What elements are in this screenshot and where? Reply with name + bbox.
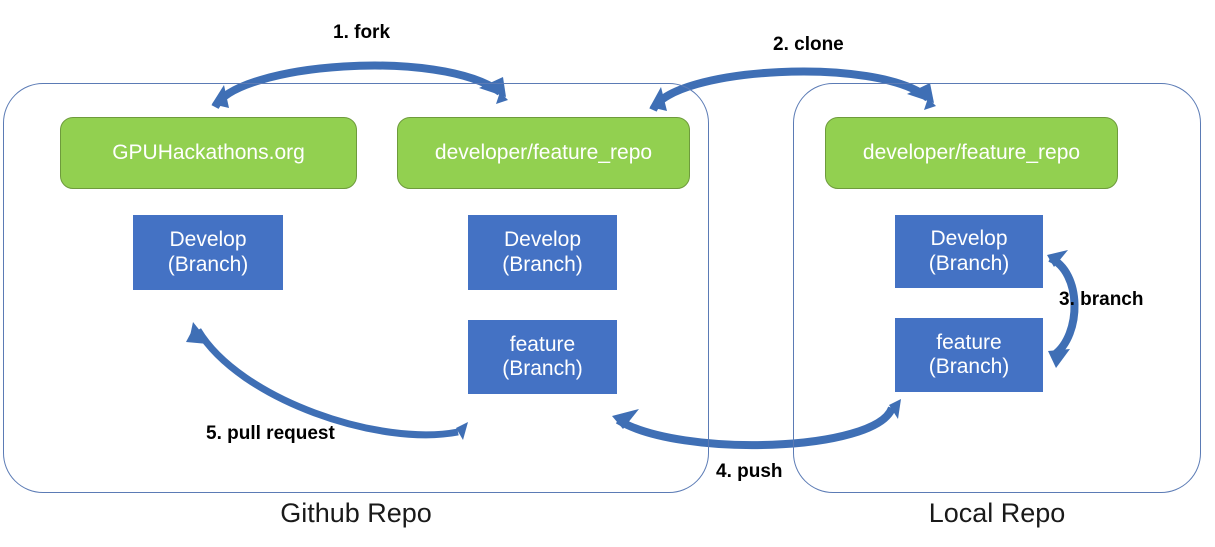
branch-kind: (Branch) bbox=[502, 252, 583, 276]
github-repo-container bbox=[3, 83, 709, 493]
branch-box-github-develop[interactable]: Develop (Branch) bbox=[133, 215, 283, 290]
branch-name: feature bbox=[509, 332, 576, 356]
branch-kind: (Branch) bbox=[928, 355, 1010, 378]
step-label-fork: 1. fork bbox=[333, 22, 391, 43]
branch-box-local-develop[interactable]: Develop (Branch) bbox=[895, 215, 1043, 288]
branch-name: Develop bbox=[930, 227, 1008, 251]
step-label-pull-request: 5. pull request bbox=[206, 423, 335, 444]
repo-box-label: developer/feature_repo bbox=[862, 140, 1081, 164]
repo-box-label: developer/feature_repo bbox=[434, 140, 653, 164]
step-label-clone: 2. clone bbox=[773, 34, 844, 55]
branch-kind: (Branch) bbox=[928, 251, 1010, 275]
github-repo-caption: Github Repo bbox=[280, 498, 432, 528]
branch-box-fork-develop[interactable]: Develop (Branch) bbox=[468, 215, 617, 290]
branch-box-local-feature[interactable]: feature (Branch) bbox=[895, 318, 1043, 392]
branch-name: Develop bbox=[503, 228, 582, 252]
branch-name: Develop bbox=[169, 228, 247, 252]
repo-box-label: GPUHackathons.org bbox=[112, 140, 305, 164]
branch-box-fork-feature[interactable]: feature (Branch) bbox=[468, 320, 617, 394]
branch-name: feature bbox=[936, 330, 1002, 354]
step-label-branch: 3. branch bbox=[1059, 289, 1144, 310]
repo-box-gpuhackathons[interactable]: GPUHackathons.org bbox=[60, 117, 357, 189]
branch-kind: (Branch) bbox=[502, 357, 583, 380]
branch-kind: (Branch) bbox=[167, 252, 249, 276]
local-repo-container bbox=[793, 83, 1201, 493]
repo-box-developer-feature-repo-local[interactable]: developer/feature_repo bbox=[825, 117, 1118, 189]
step-label-push: 4. push bbox=[716, 461, 783, 482]
repo-box-developer-feature-repo-github[interactable]: developer/feature_repo bbox=[397, 117, 690, 189]
local-repo-caption: Local Repo bbox=[928, 498, 1066, 528]
